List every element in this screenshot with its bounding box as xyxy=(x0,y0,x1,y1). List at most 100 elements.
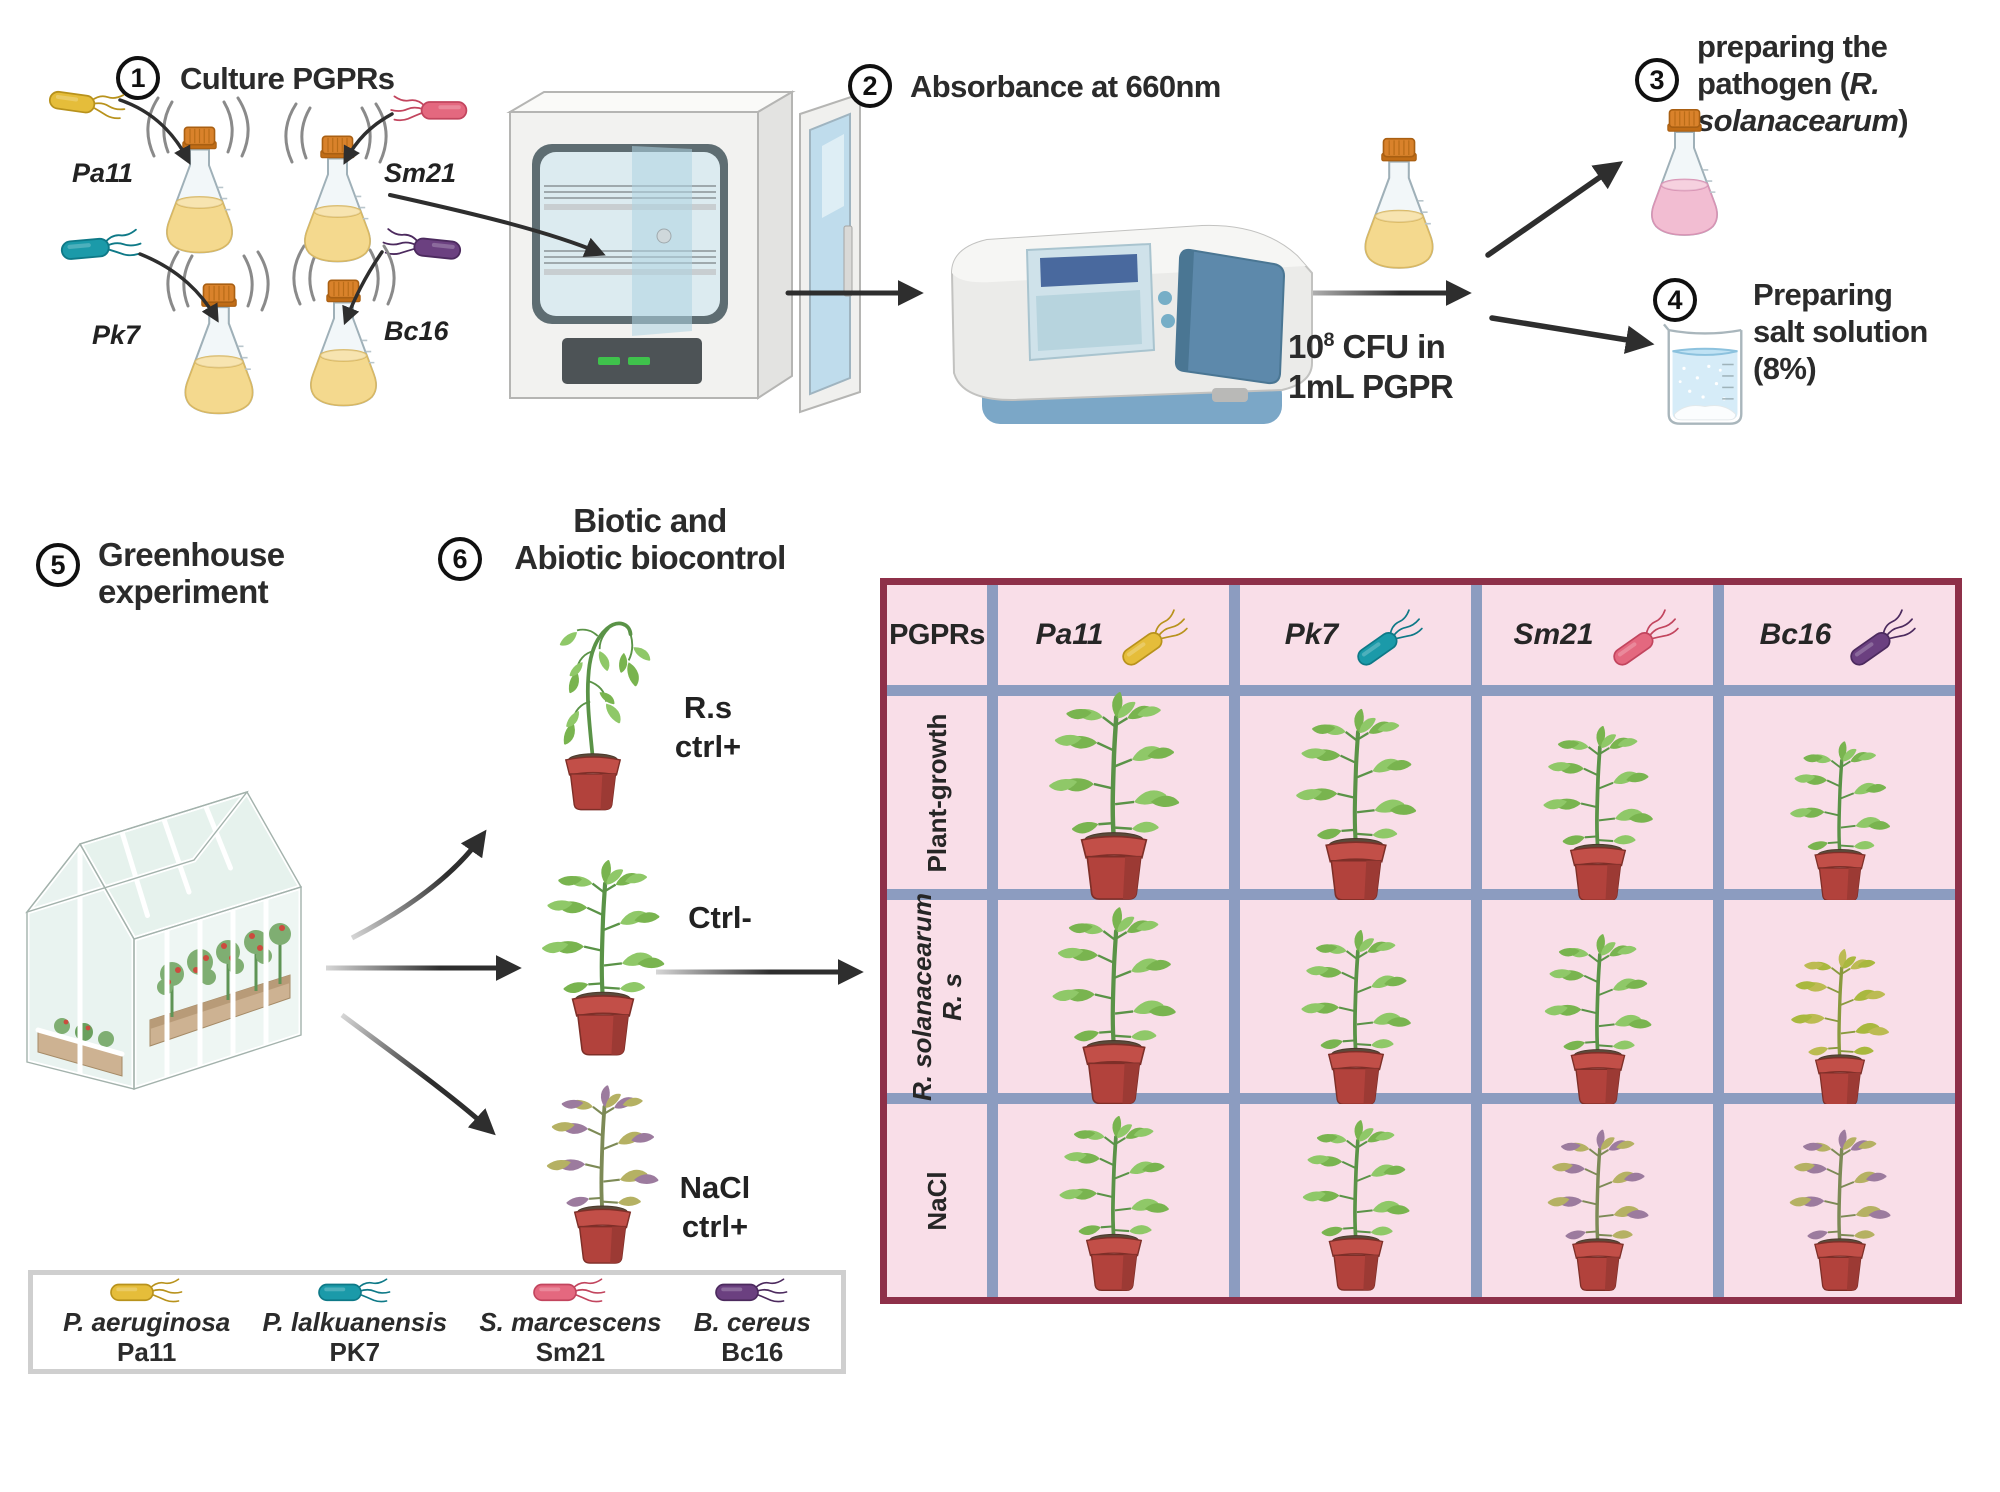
legend-strain: Bc16 xyxy=(721,1337,784,1367)
table-column-header-bc16: Bc16 xyxy=(1724,585,1955,685)
cfu-exponent: 8 xyxy=(1323,329,1335,351)
legend-entry-pk7: P. lalkuanensis PK7 xyxy=(262,1277,448,1367)
legend-species: S. marcescens xyxy=(479,1307,662,1337)
table-cell-nacl-pa11 xyxy=(998,1104,1229,1297)
control-label-negative: Ctrl- xyxy=(660,898,780,937)
step2-badge: 2 xyxy=(848,64,892,108)
arrow-greenhouse-to-nacl xyxy=(340,1012,496,1136)
potted-plant-healthy xyxy=(1541,717,1654,905)
table-row-label-plant-growth: Plant-growth xyxy=(887,696,987,889)
table-cell-nacl-sm21 xyxy=(1482,1104,1713,1297)
potted-plant-healthy xyxy=(1301,1111,1411,1295)
step6-number: 6 xyxy=(452,543,468,574)
potted-plant-healthy xyxy=(1294,699,1418,905)
rs-line2: ctrl+ xyxy=(674,729,742,764)
column-label: Pa11 xyxy=(1035,618,1104,651)
step5-badge: 5 xyxy=(36,543,80,587)
incubator xyxy=(506,90,861,414)
nacl-line1: NaCl xyxy=(679,1170,751,1205)
greenhouse xyxy=(22,787,305,1093)
legend-bacteria-icon-pk7 xyxy=(309,1277,401,1307)
legend-entry-bc16: B. cereus Bc16 xyxy=(694,1277,811,1367)
legend-species: B. cereus xyxy=(693,1307,811,1337)
legend-strain: Sm21 xyxy=(535,1337,606,1367)
cfu-line2: 1mL PGPR xyxy=(1288,368,1454,405)
inoculum-note: 108 CFU in 1mL PGPR xyxy=(1288,320,1454,407)
column-label: Bc16 xyxy=(1759,618,1832,651)
step1-badge: 1 xyxy=(116,56,160,100)
ctrl-neg-line1: Ctrl- xyxy=(688,900,752,935)
legend-entry-pa11: P. aeruginosa Pa11 xyxy=(63,1277,230,1367)
legend-species: P. lalkuanensis xyxy=(262,1307,448,1337)
bacteria-legend: P. aeruginosa Pa11 P. lalkuanensis PK7 S… xyxy=(28,1270,846,1374)
table-cell-rs-sm21 xyxy=(1482,900,1713,1093)
potted-plant-healthy xyxy=(1788,733,1891,905)
table-cell-rs-bc16 xyxy=(1724,900,1955,1093)
flask-label-pa11: Pa11 xyxy=(72,158,134,188)
arrow-to-pathogen-flask xyxy=(1485,161,1624,258)
control-plant-negative xyxy=(540,850,666,1060)
legend-species: P. aeruginosa xyxy=(63,1307,231,1337)
nacl-line2: ctrl+ xyxy=(681,1209,749,1244)
bacteria-icon xyxy=(1349,604,1431,674)
salt-beaker xyxy=(1663,322,1747,428)
bacteria-icon-sm21 xyxy=(388,94,468,126)
table-column-header-pk7: Pk7 xyxy=(1240,585,1471,685)
table-row-label-nacl: NaCl xyxy=(887,1104,987,1297)
step6-line2: Abiotic biocontrol xyxy=(514,539,786,576)
control-plant-nacl xyxy=(545,1076,660,1268)
legend-bacteria-icon-pa11 xyxy=(101,1277,193,1307)
step4-badge: 4 xyxy=(1653,278,1697,322)
arrow-to-salt-beaker xyxy=(1489,315,1655,354)
legend-entry-sm21: S. marcescens Sm21 xyxy=(479,1277,661,1367)
bacteria-icon xyxy=(1114,604,1196,674)
row-label-text: R. solanacearum xyxy=(907,892,937,1101)
bacteria-icon-pk7 xyxy=(59,226,146,267)
control-plant-rs-wilted xyxy=(532,572,654,822)
flask-pk7 xyxy=(170,266,268,438)
cfu-base: 10 xyxy=(1288,328,1324,365)
table-cell-rs-pa11 xyxy=(998,900,1229,1093)
control-label-rs: R.s ctrl+ xyxy=(648,688,768,766)
step5-line2: experiment xyxy=(98,573,269,610)
potted-plant-yellow xyxy=(1789,941,1890,1109)
potted-plant-healthy xyxy=(1050,897,1177,1109)
potted-plant-healthy xyxy=(1299,921,1412,1109)
potted-plant-healthy xyxy=(1057,1107,1170,1295)
legend-bacteria-icon-sm21 xyxy=(524,1277,616,1307)
row-label-text: NaCl xyxy=(922,1170,952,1231)
bacteria-icon xyxy=(1605,604,1687,674)
legend-strain: PK7 xyxy=(329,1337,381,1367)
spectrophotometer xyxy=(950,224,1313,424)
step6-badge: 6 xyxy=(438,537,482,581)
step3-number: 3 xyxy=(1649,64,1665,95)
table-cell-plantgrowth-pa11 xyxy=(998,696,1229,889)
step3-suffix: ) xyxy=(1898,103,1909,138)
rs-line1: R.s xyxy=(683,690,733,725)
flask-pa11 xyxy=(152,112,247,274)
table-cell-plantgrowth-sm21 xyxy=(1482,696,1713,889)
step1-number: 1 xyxy=(130,62,146,93)
results-table: PGPRs Pa11 Pk7 Sm21 Bc16 Plant-growth R.… xyxy=(880,578,1962,1304)
table-cell-plantgrowth-pk7 xyxy=(1240,696,1471,889)
table-cell-nacl-bc16 xyxy=(1724,1104,1955,1297)
flask-label-pk7: Pk7 xyxy=(92,320,141,350)
step5-number: 5 xyxy=(50,549,66,580)
table-column-header-sm21: Sm21 xyxy=(1482,585,1713,685)
step3-title: preparing the pathogen (R. solanacearum) xyxy=(1697,28,1909,139)
flask-label-bc16: Bc16 xyxy=(384,316,449,346)
step4-title: Preparing salt solution (8%) xyxy=(1753,277,1928,386)
step1-title: Culture PGPRs xyxy=(180,61,395,96)
legend-strain: Pa11 xyxy=(117,1337,177,1367)
table-cell-plantgrowth-bc16 xyxy=(1724,696,1955,889)
flask-inoculum xyxy=(1350,104,1448,309)
arrow-greenhouse-to-rs xyxy=(350,829,487,941)
column-label: Pk7 xyxy=(1284,618,1339,651)
column-label: Sm21 xyxy=(1513,618,1594,651)
row-label-text: Plant-growth xyxy=(922,713,952,872)
flask-pathogen xyxy=(1637,103,1732,248)
flask-bc16 xyxy=(296,260,391,432)
table-column-header-pa11: Pa11 xyxy=(998,585,1229,685)
step5-line1: Greenhouse xyxy=(98,536,285,573)
